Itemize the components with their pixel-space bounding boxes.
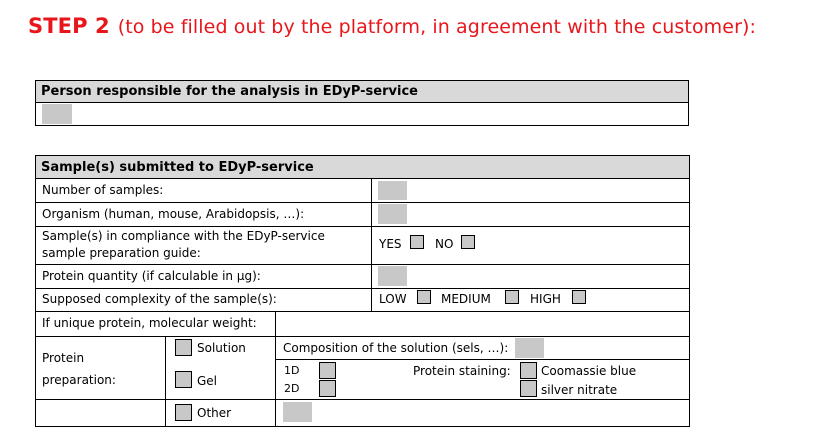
composition-label: Composition of the solution (sels, …): <box>283 341 509 355</box>
high-checkbox[interactable] <box>572 290 586 304</box>
row-divider <box>35 336 690 337</box>
coomassie-checkbox[interactable] <box>520 362 537 379</box>
column-divider <box>165 336 166 427</box>
row-divider <box>35 226 690 227</box>
samples-header: Sample(s) submitted to EDyP-service <box>36 156 689 179</box>
no-checkbox[interactable] <box>461 235 475 249</box>
gel-2d-checkbox[interactable] <box>319 380 336 397</box>
yes-label: YES <box>379 237 402 251</box>
silver-nitrate-label: silver nitrate <box>541 383 618 397</box>
row-divider <box>275 359 690 360</box>
step-label: STEP 2 <box>28 14 110 38</box>
protein-quantity-label: Protein quantity (if calculable in µg): <box>42 269 261 283</box>
no-label: NO <box>435 237 454 251</box>
row-divider <box>35 288 690 289</box>
complexity-label: Supposed complexity of the sample(s): <box>42 292 277 306</box>
row-divider <box>35 311 690 312</box>
medium-checkbox[interactable] <box>505 290 519 304</box>
coomassie-label: Coomassie blue <box>541 364 637 378</box>
compliance-label-line2: sample preparation guide: <box>42 246 201 260</box>
page-title: STEP 2 (to be filled out by the platform,… <box>28 14 756 38</box>
organism-field[interactable] <box>378 204 407 224</box>
gel-checkbox[interactable] <box>175 371 192 388</box>
compliance-label-line1: Sample(s) in compliance with the EDyP-se… <box>42 229 325 243</box>
protein-quantity-field[interactable] <box>378 266 407 286</box>
gel-label: Gel <box>197 374 218 388</box>
column-divider <box>275 311 276 427</box>
responsible-name-field[interactable] <box>42 104 72 124</box>
responsible-header-label: Person responsible for the analysis in E… <box>41 84 418 99</box>
other-field[interactable] <box>283 402 312 422</box>
low-label: LOW <box>379 292 407 306</box>
unique-protein-label: If unique protein, molecular weight: <box>42 316 257 330</box>
other-checkbox[interactable] <box>175 404 192 421</box>
samples-section <box>35 155 690 427</box>
other-label: Other <box>197 406 232 420</box>
low-checkbox[interactable] <box>417 290 431 304</box>
gel-1d-checkbox[interactable] <box>319 362 336 379</box>
solution-checkbox[interactable] <box>175 339 192 356</box>
samples-header-label: Sample(s) submitted to EDyP-service <box>41 160 314 175</box>
organism-label: Organism (human, mouse, Arabidopsis, …): <box>42 207 305 221</box>
row-divider <box>35 264 690 265</box>
gel-1d-label: 1D <box>284 364 300 377</box>
column-divider <box>371 179 372 312</box>
composition-field[interactable] <box>515 338 544 358</box>
step-subtitle: (to be filled out by the platform, in ag… <box>117 16 757 38</box>
responsible-header: Person responsible for the analysis in E… <box>36 81 688 103</box>
medium-label: MEDIUM <box>441 292 491 306</box>
number-of-samples-label: Number of samples: <box>42 183 164 197</box>
protein-preparation-label-line1: Protein <box>42 351 85 365</box>
number-of-samples-field[interactable] <box>378 181 407 200</box>
row-divider <box>35 202 690 203</box>
yes-checkbox[interactable] <box>410 235 424 249</box>
solution-label: Solution <box>197 341 246 355</box>
responsible-section <box>35 80 689 126</box>
silver-nitrate-checkbox[interactable] <box>520 380 537 397</box>
high-label: HIGH <box>530 292 561 306</box>
gel-2d-label: 2D <box>284 382 300 395</box>
protein-staining-label: Protein staining: <box>413 364 511 378</box>
protein-preparation-label-line2: preparation: <box>42 373 116 387</box>
row-divider <box>35 399 690 400</box>
